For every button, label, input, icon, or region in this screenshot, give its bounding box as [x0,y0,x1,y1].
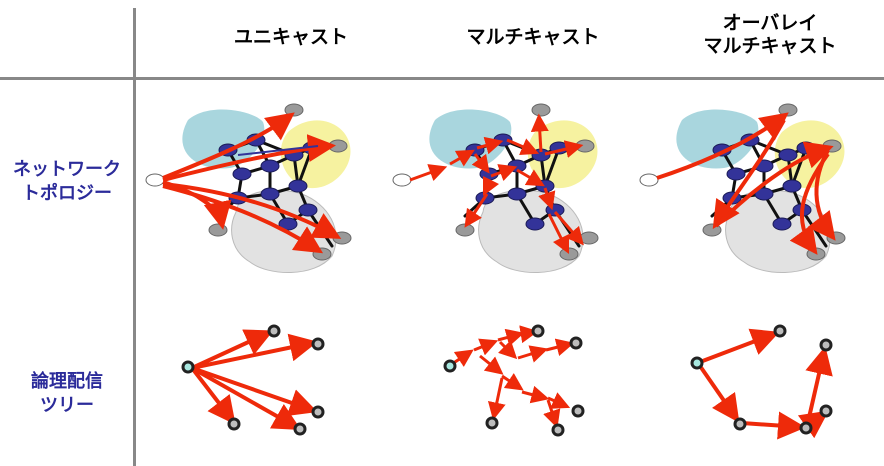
tree-unicast [190,329,318,430]
column-header-multicast: マルチキャスト [466,26,600,48]
horizontal-divider [0,77,884,80]
column-header-overlay-multicast: オーバレイ マルチキャスト [703,12,837,57]
row-header-network-topology: ネットワーク トポロジー [13,159,121,204]
topology-overlay-multicast [638,102,847,275]
row-header-logical-tree: 論理配信 ツリー [31,371,103,416]
topology-unicast [144,102,353,275]
tree-multicast-nodes [443,324,585,437]
tree-multicast [451,325,575,429]
tree-overlay-multicast [698,328,833,440]
tree-overlay-multicast-nodes [690,324,833,435]
vertical-divider [133,8,136,466]
tree-unicast-nodes [181,324,325,436]
topology-multicast [391,102,600,275]
column-header-unicast: ユニキャスト [233,26,348,48]
